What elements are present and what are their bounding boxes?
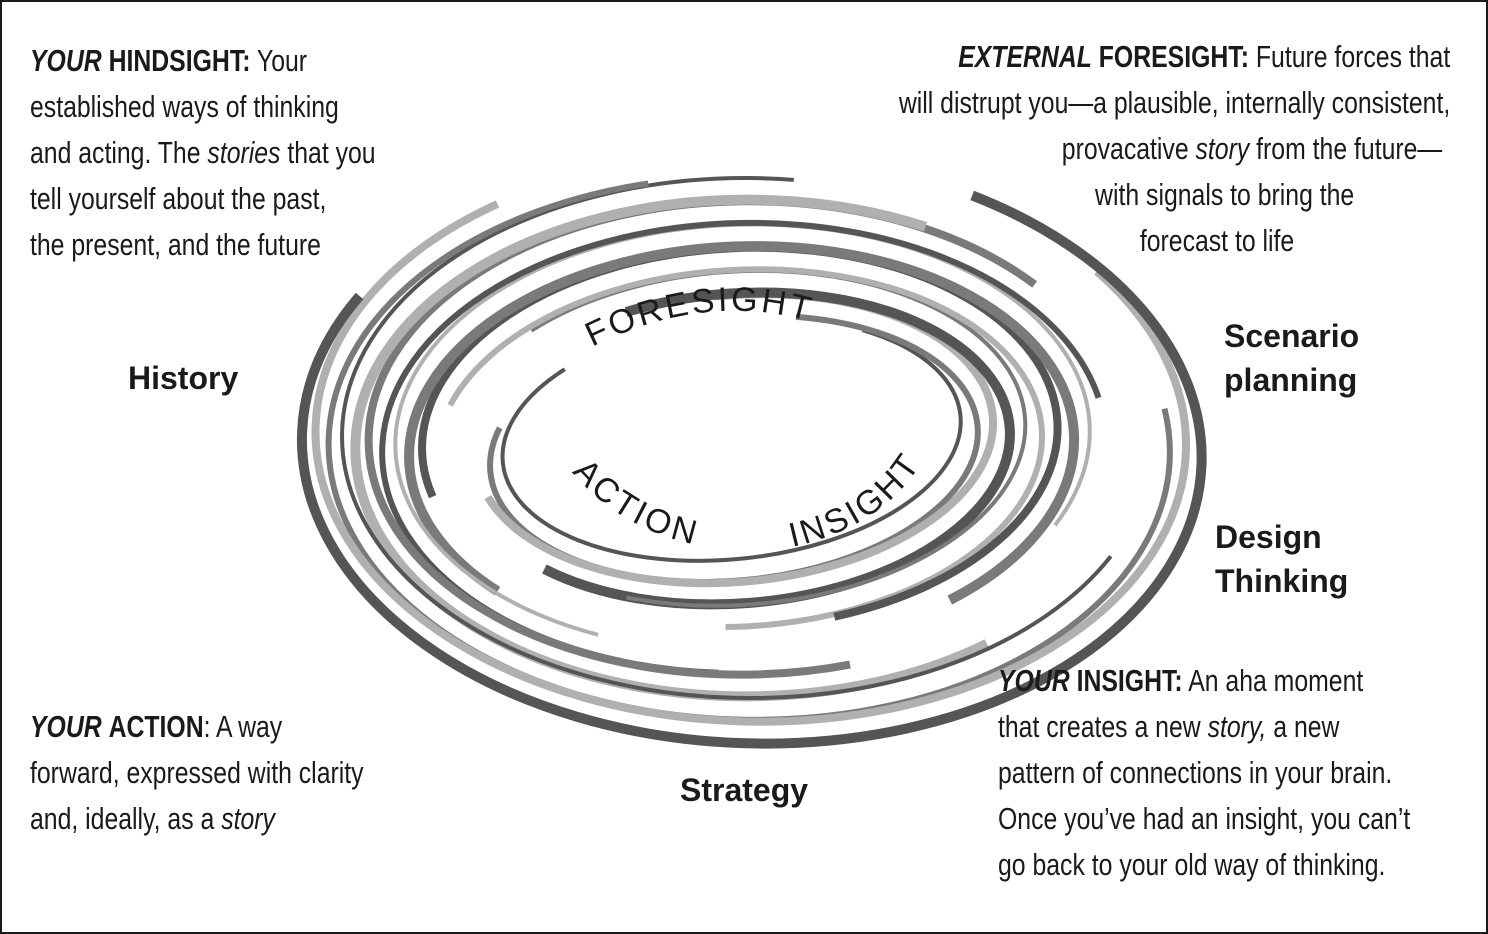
swirl-ring xyxy=(296,148,1207,749)
strategy-label: Strategy xyxy=(680,772,809,808)
swirl-ring xyxy=(433,266,1046,631)
swirl-rings xyxy=(296,148,1207,749)
foresight-text: EXTERNAL FORESIGHT: Future forces that w… xyxy=(898,39,1450,258)
hindsight-text: YOUR HINDSIGHT: Your established ways of… xyxy=(30,43,376,262)
swirl-ring xyxy=(500,315,963,563)
insight-text: YOUR INSIGHT: An aha moment that creates… xyxy=(998,663,1411,882)
history-label: History xyxy=(128,360,239,396)
swirl-ring xyxy=(379,219,1110,677)
swirl-ring xyxy=(340,176,1157,701)
action-text: YOUR ACTION: A way forward, expressed wi… xyxy=(30,709,364,836)
cycle-action-label: ACTION xyxy=(566,452,704,553)
swirl-ring xyxy=(404,241,1080,655)
swirl-ring xyxy=(311,150,1191,726)
